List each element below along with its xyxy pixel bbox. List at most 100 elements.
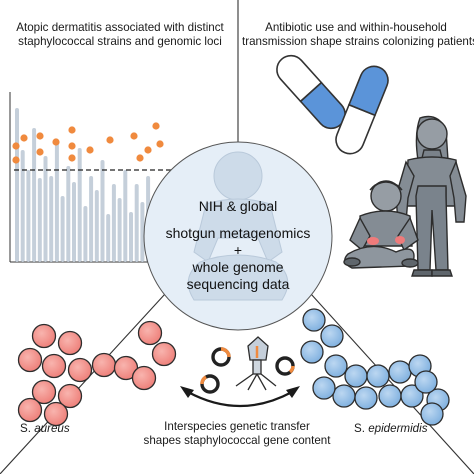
transfer-arrow bbox=[187, 391, 293, 407]
skin-lesion bbox=[367, 237, 379, 245]
significant-point bbox=[68, 126, 76, 134]
center-line-cohort: NIH & global bbox=[198, 198, 278, 214]
s-epidermidis-cluster bbox=[300, 308, 450, 426]
bacterium-cell bbox=[400, 384, 424, 408]
top-right-caption: Antibiotic use and within-household tran… bbox=[242, 21, 474, 48]
species-name: epidermidis bbox=[368, 422, 428, 435]
center-line-method-3: sequencing data bbox=[186, 276, 290, 293]
bar bbox=[49, 176, 54, 262]
antibiotic-capsule-2 bbox=[335, 65, 389, 155]
bar bbox=[37, 178, 42, 262]
bacterium-cell bbox=[344, 364, 368, 388]
significant-point bbox=[156, 140, 164, 148]
bar bbox=[94, 190, 99, 262]
bar bbox=[111, 184, 116, 262]
bar bbox=[123, 170, 128, 262]
bar bbox=[66, 166, 71, 262]
bar bbox=[106, 214, 111, 262]
adult-figure bbox=[395, 115, 467, 277]
caption-line: transmission shape strains colonizing pa… bbox=[242, 34, 474, 48]
bacterium-cell bbox=[67, 357, 93, 383]
significant-point bbox=[12, 142, 20, 150]
center-label: NIH & global shotgun metagenomics + whol… bbox=[148, 198, 328, 293]
caption-line: Interspecies genetic transfer bbox=[164, 420, 310, 433]
child-figure bbox=[343, 180, 419, 269]
bacterium-cell bbox=[43, 401, 69, 427]
center-line-plus: + bbox=[233, 242, 243, 259]
bacterium-cell bbox=[57, 383, 83, 409]
bar bbox=[100, 160, 105, 262]
significant-point bbox=[68, 154, 76, 162]
significant-point bbox=[20, 134, 28, 142]
bar bbox=[60, 196, 65, 262]
bacterium-cell bbox=[131, 365, 157, 391]
bar bbox=[43, 156, 48, 262]
significant-point bbox=[144, 146, 152, 154]
significant-point bbox=[152, 122, 160, 130]
transfer-arrow-head-right bbox=[286, 386, 300, 398]
bacterium-cell bbox=[57, 330, 83, 356]
bacteriophage bbox=[235, 336, 277, 391]
significant-point bbox=[36, 132, 44, 140]
association-plot bbox=[9, 92, 190, 266]
transfer-arrow-head-left bbox=[180, 386, 194, 398]
bar bbox=[54, 140, 59, 262]
plasmid-rings bbox=[200, 347, 295, 394]
s-aureus-cluster bbox=[17, 320, 177, 427]
bacterium-cell bbox=[312, 376, 336, 400]
bacterium-cell bbox=[420, 402, 444, 426]
s-epidermidis-label: S. epidermidis bbox=[354, 422, 464, 436]
significant-point bbox=[36, 148, 44, 156]
center-circle bbox=[143, 141, 333, 331]
species-genus: S. bbox=[20, 422, 31, 435]
antibiotic-capsule-1 bbox=[276, 54, 346, 130]
bacterium-cell bbox=[31, 323, 57, 349]
bacterium-cell bbox=[151, 341, 177, 367]
bacterium-cell bbox=[320, 324, 344, 348]
bacterium-cell bbox=[414, 370, 438, 394]
bar bbox=[129, 212, 133, 262]
bar bbox=[26, 170, 31, 262]
significant-point bbox=[68, 142, 76, 150]
significant-point bbox=[106, 136, 114, 144]
bacterium-cell bbox=[388, 360, 412, 384]
center-line-method-2: whole genome bbox=[192, 259, 284, 276]
bacterium-cell bbox=[300, 340, 324, 364]
bar bbox=[72, 182, 76, 262]
significant-point bbox=[136, 154, 144, 162]
caption-line: staphylococcal strains and genomic loci bbox=[18, 34, 222, 48]
significant-point bbox=[130, 132, 138, 140]
significant-point bbox=[86, 146, 94, 154]
bar bbox=[83, 206, 88, 262]
bacterium-cell bbox=[354, 386, 378, 410]
s-aureus-label: S. aureus bbox=[20, 422, 120, 436]
species-name: aureus bbox=[34, 422, 70, 435]
bacterium-cell bbox=[302, 308, 326, 332]
bacterium-cell bbox=[137, 320, 163, 346]
bar bbox=[20, 150, 25, 262]
caption-line: Atopic dermatitis associated with distin… bbox=[16, 21, 224, 34]
top-left-caption: Atopic dermatitis associated with distin… bbox=[8, 21, 232, 48]
bottom-caption: Interspecies genetic transfer shapes sta… bbox=[142, 420, 332, 447]
bar bbox=[89, 176, 94, 262]
bacterium-cell bbox=[91, 352, 117, 378]
bar bbox=[117, 198, 122, 262]
significant-point bbox=[12, 156, 20, 164]
caption-line: Antibiotic use and within-household bbox=[265, 21, 447, 34]
child-silhouette bbox=[187, 151, 289, 301]
significant-point bbox=[52, 138, 60, 146]
bacterium-cell bbox=[378, 384, 402, 408]
caption-line: shapes staphylococcal gene content bbox=[143, 433, 331, 447]
bacterium-cell bbox=[366, 364, 390, 388]
bar bbox=[140, 202, 145, 262]
bar bbox=[15, 108, 19, 262]
center-line-method-1: shotgun metagenomics bbox=[165, 225, 311, 242]
bacterium-cell bbox=[31, 379, 57, 405]
bar bbox=[32, 128, 37, 262]
bacterium-cell bbox=[324, 354, 348, 378]
bar bbox=[77, 148, 82, 262]
bacterium-cell bbox=[332, 384, 356, 408]
